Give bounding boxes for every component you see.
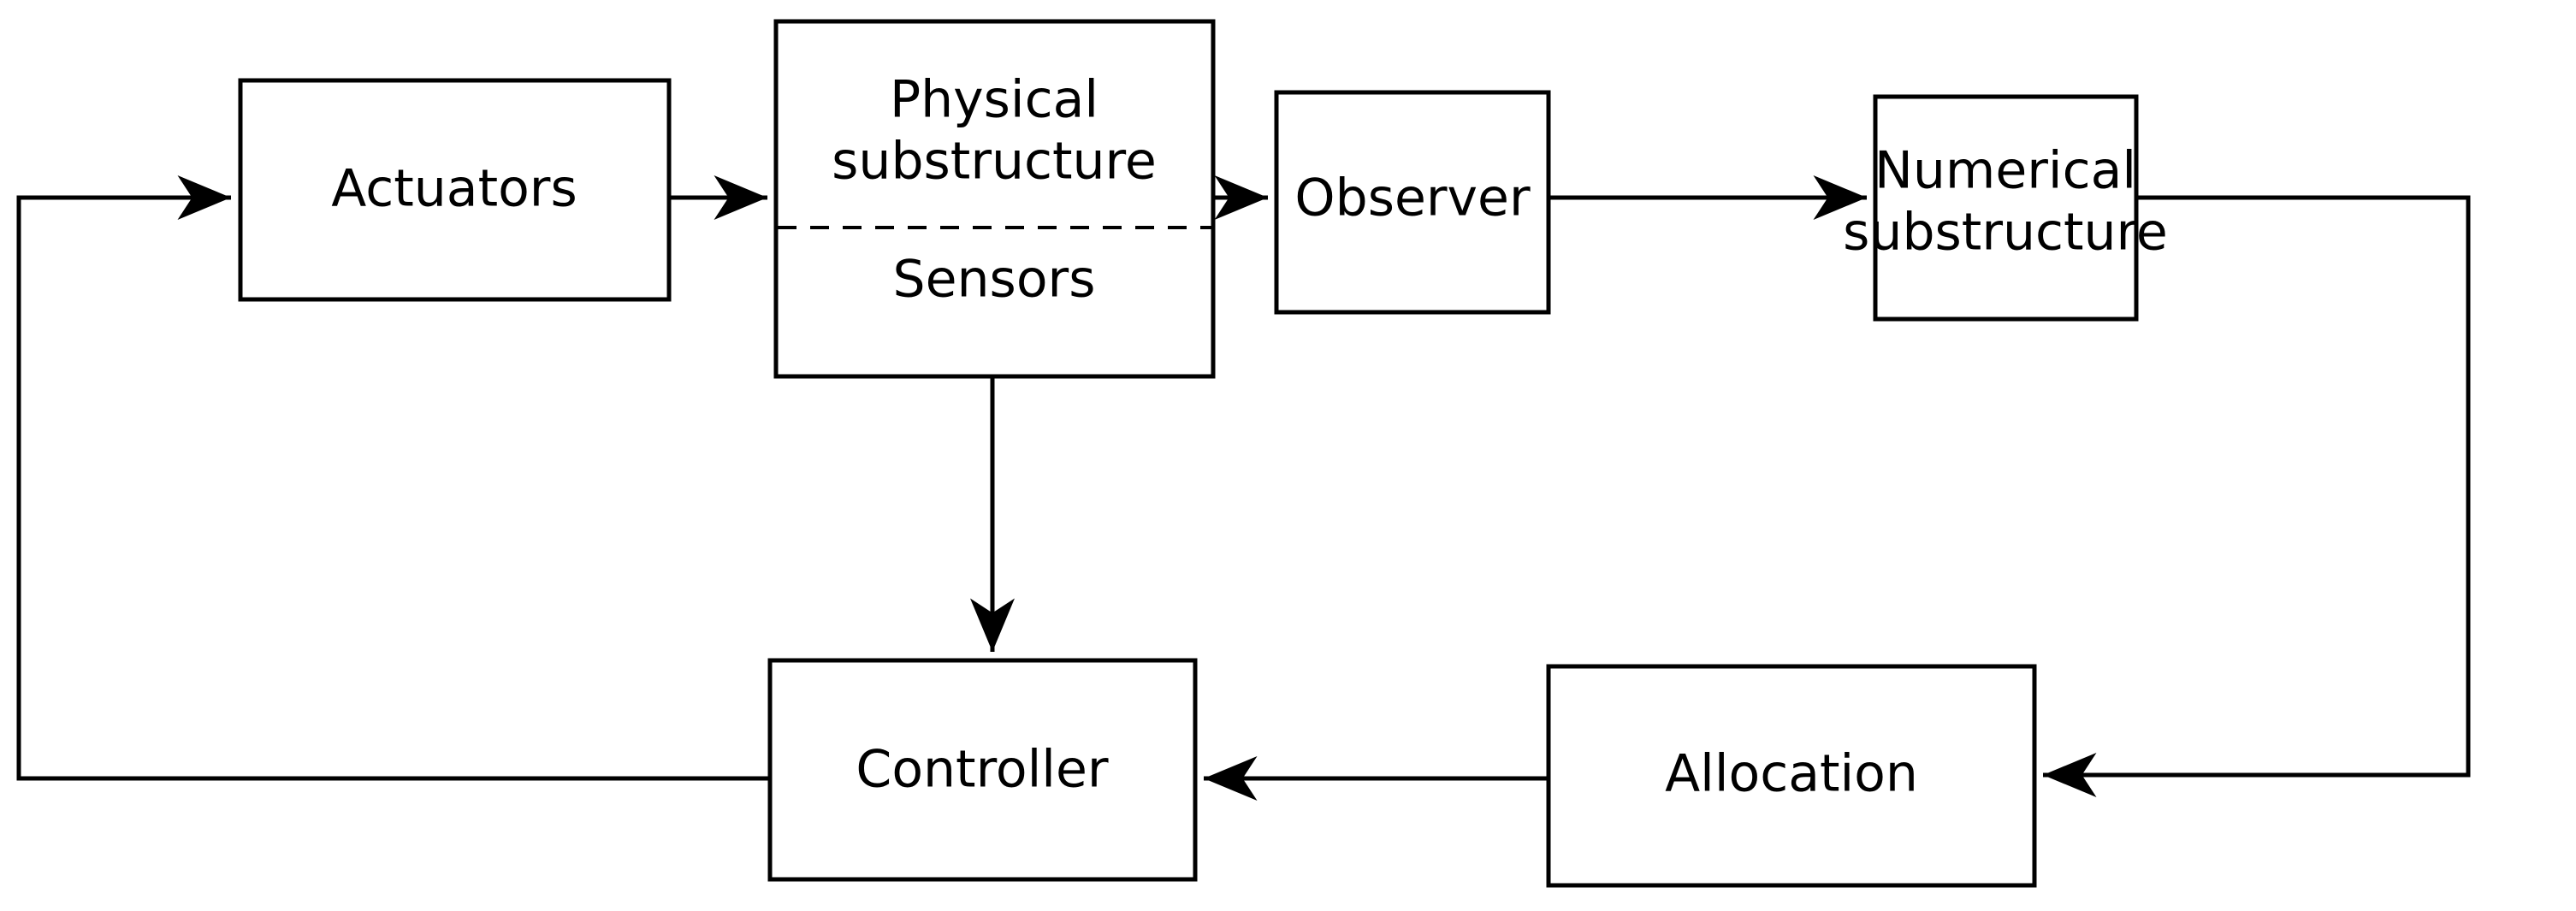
node-allocation[interactable]: Allocation — [1546, 664, 2037, 888]
physical-substructure-label-line2: substructure — [832, 132, 1157, 192]
allocation-label: Allocation — [1665, 744, 1918, 804]
node-observer[interactable]: Observer — [1274, 90, 1551, 315]
node-numerical-substructure[interactable]: Numerical substructure — [1843, 94, 2168, 322]
actuators-box[interactable] — [238, 78, 672, 302]
controller-box[interactable] — [767, 658, 1198, 882]
actuators-label: Actuators — [331, 159, 577, 219]
allocation-box[interactable] — [1546, 664, 2037, 888]
numerical-substructure-label-line2: substructure — [1843, 203, 2168, 263]
controller-label: Controller — [856, 740, 1108, 800]
sensors-label: Sensors — [893, 250, 1096, 310]
edge-controller-to-actuators — [16, 175, 770, 781]
observer-box[interactable] — [1274, 90, 1551, 315]
node-controller[interactable]: Controller — [767, 658, 1198, 882]
physical-substructure-box[interactable] — [773, 19, 1216, 379]
numerical-substructure-box[interactable] — [1873, 94, 2139, 322]
observer-label: Observer — [1294, 169, 1531, 228]
numerical-substructure-label-line1: Numerical — [1874, 141, 2136, 201]
node-actuators[interactable]: Actuators — [238, 78, 672, 302]
node-physical-substructure[interactable]: Physical substructure Sensors — [773, 19, 1216, 379]
physical-substructure-label-line1: Physical — [890, 70, 1099, 130]
edge-numerical-to-allocation — [2043, 195, 2471, 797]
